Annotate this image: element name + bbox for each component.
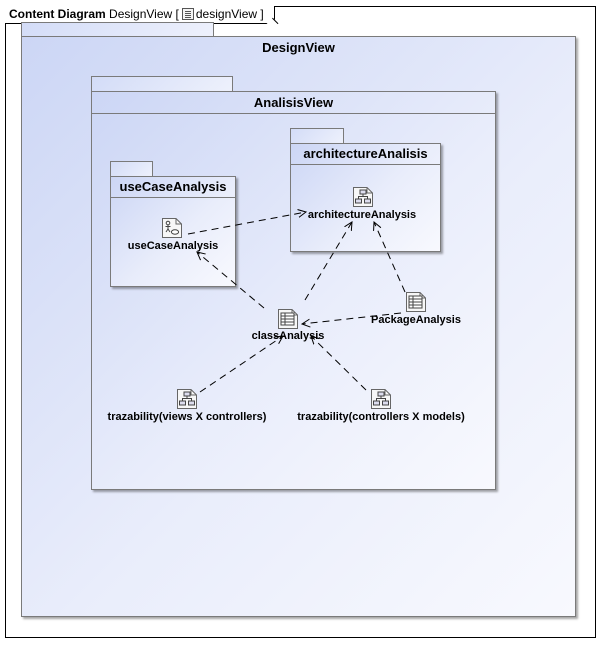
architecture-analisis-package-tab[interactable] (290, 128, 344, 144)
architecture-analisis-package-name: architectureAnalisis (291, 146, 440, 165)
use-case-analysis-package-tab[interactable] (110, 161, 153, 177)
class-diagram-icon[interactable] (352, 186, 374, 208)
open-bracket: [ (175, 7, 179, 21)
analisis-view-package-tab[interactable] (91, 76, 233, 92)
architecture-analysis-node-label[interactable]: architectureAnalysis (307, 209, 417, 221)
class-diagram-icon[interactable] (370, 388, 392, 410)
use-case-diagram-icon[interactable] (161, 217, 183, 239)
close-bracket: ] (260, 7, 264, 21)
diagram-name-label: designView (195, 7, 258, 21)
link-class-to-usecase[interactable] (197, 252, 265, 309)
design-view-package-name: DesignView (262, 40, 335, 55)
table-icon[interactable] (277, 308, 299, 330)
diagram-icon (181, 8, 194, 20)
link-trazability-controllers-to-class[interactable] (311, 336, 367, 391)
link-package-to-architecture[interactable] (374, 222, 406, 293)
diagram-kind-label: Content Diagram (9, 7, 106, 21)
design-view-package-tab[interactable] (21, 22, 214, 36)
package-analysis-node-label[interactable]: PackageAnalysis (371, 314, 461, 326)
diagram-owner-label: DesignView (109, 7, 173, 21)
table-icon[interactable] (405, 291, 427, 313)
class-diagram-icon[interactable] (176, 388, 198, 410)
link-trazability-views-to-class[interactable] (199, 336, 283, 393)
use-case-analysis-package-name: useCaseAnalysis (111, 179, 235, 198)
link-package-to-class[interactable] (302, 312, 402, 324)
trazability-views-node-label[interactable]: trazability(views X controllers) (107, 411, 267, 423)
class-analysis-node-label[interactable]: classAnalysis (251, 330, 325, 342)
use-case-analysis-node-label[interactable]: useCaseAnalysis (127, 240, 219, 252)
trazability-controllers-node-label[interactable]: trazability(controllers X models) (297, 411, 465, 423)
link-class-to-architecture[interactable] (304, 222, 352, 301)
link-usecase-to-architecture[interactable] (187, 212, 306, 235)
diagram-frame-header: Content Diagram DesignView [ designView ] (5, 6, 275, 24)
analisis-view-package-name: AnalisisView (92, 95, 495, 114)
